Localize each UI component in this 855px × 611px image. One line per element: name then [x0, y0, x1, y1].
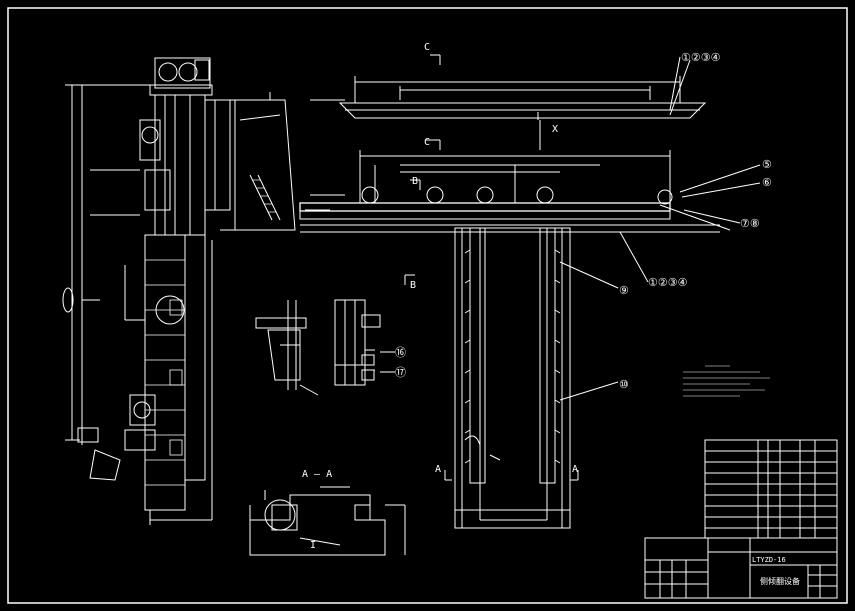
section-mark-x: X	[552, 124, 558, 135]
balloon-leaders	[365, 56, 761, 401]
balloon-6: ⑥	[762, 176, 772, 189]
balloon-17: ⑰	[395, 366, 406, 379]
balloon-1234-bottom: ①②③④	[648, 276, 688, 289]
detail-view-right	[334, 299, 395, 386]
left-elevation-view	[62, 57, 231, 525]
guide-frame-elevation	[404, 227, 579, 529]
title-block	[644, 537, 838, 599]
section-label-b-bottom: B	[410, 280, 416, 291]
detail-view-left	[255, 300, 319, 396]
section-label-b-top: B	[412, 176, 418, 187]
drawing-border	[7, 7, 848, 604]
section-label-c-mid: C	[424, 137, 430, 148]
drawing-number: LTYZD-16	[752, 556, 786, 564]
balloon-78: ⑦⑧	[740, 217, 760, 230]
balloon-5: ⑤	[762, 158, 772, 171]
top-beam-view	[338, 54, 707, 150]
section-label-c-top: C	[424, 42, 430, 53]
section-a-a-view	[249, 486, 406, 556]
balloon-16: ⑯	[395, 346, 406, 359]
drawing-name: 侧倾翻设备	[760, 576, 800, 586]
balloon-10: ⑩	[619, 378, 629, 391]
balloon-1234-top: ①②③④	[681, 51, 721, 64]
detail-mark-i: I	[310, 540, 316, 551]
section-label-a-left: A	[435, 464, 441, 475]
carriage-side-view	[299, 150, 731, 233]
section-label-a-right: A	[572, 464, 578, 475]
parts-list-table	[704, 439, 838, 539]
transfer-section	[220, 92, 345, 231]
balloon-9: ⑨	[619, 284, 629, 297]
section-title-a-a: A — A	[302, 469, 332, 480]
technical-notes	[683, 365, 770, 397]
